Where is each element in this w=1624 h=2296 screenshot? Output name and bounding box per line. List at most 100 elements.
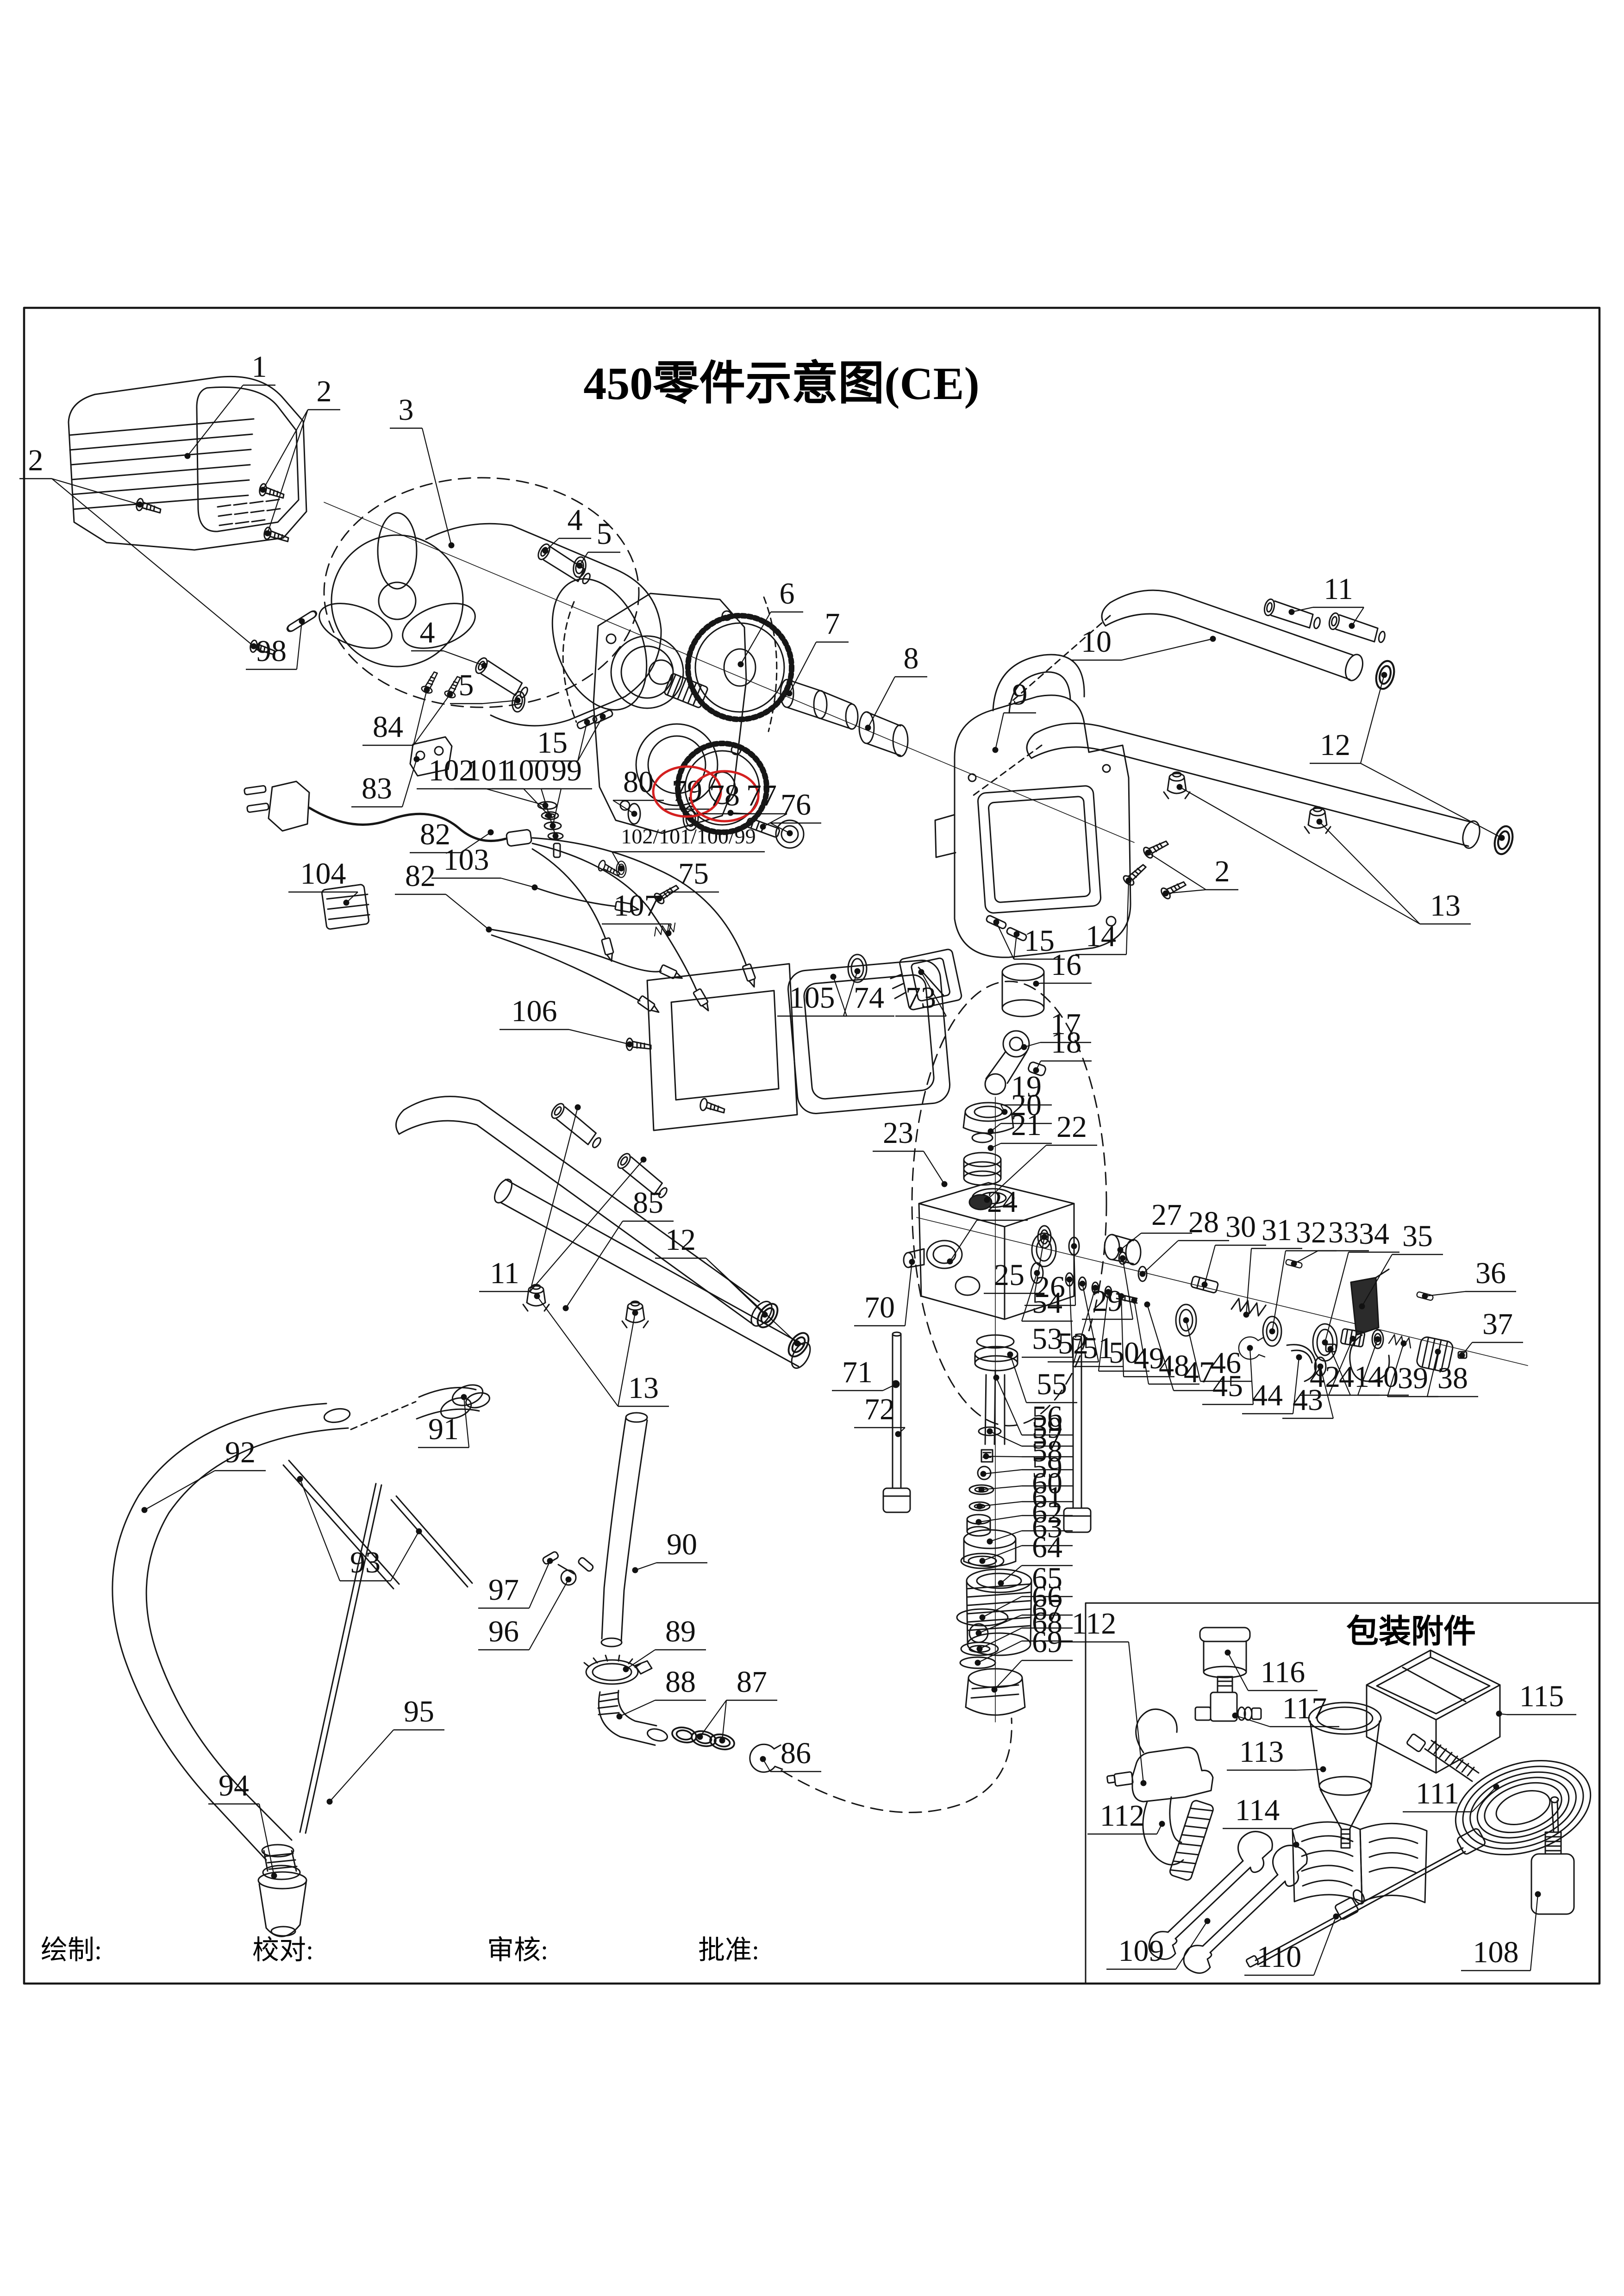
svg-text:82: 82 [405,859,436,893]
svg-text:40: 40 [1368,1360,1399,1394]
svg-text:75: 75 [678,857,709,891]
svg-text:55: 55 [1037,1367,1067,1401]
part-label-50: 50 [1098,1289,1149,1372]
screw-106b [699,1097,727,1115]
svg-text:113: 113 [1239,1735,1284,1769]
svg-text:59: 59 [1032,1451,1062,1485]
part-label-76: 76 [770,788,821,836]
part-label-111: 111 [1403,1777,1499,1813]
svg-text:108: 108 [1473,1935,1519,1969]
part-label-5: 5 [450,668,521,705]
part-label-56: 56 [993,1374,1073,1436]
part-label-32: 32 [1269,1216,1337,1335]
svg-text:83: 83 [362,772,392,805]
clip-86 [749,1743,783,1773]
svg-text:10: 10 [1081,625,1112,659]
frame-handle-right [971,589,1480,849]
part-label-96: 96 [478,1576,572,1651]
part-label-84: 84 [362,686,453,746]
part-label-116: 116 [1224,1649,1318,1691]
part-label-103: 103 [431,843,538,891]
svg-text:39: 39 [1398,1361,1428,1395]
part-label-83: 83 [351,756,420,808]
footer-drawn: 绘制: [41,1935,102,1965]
part-label-1: 1 [184,350,275,459]
gearbox-cover [562,593,778,834]
terminal-4 [658,964,685,983]
svg-text:43: 43 [1293,1383,1323,1417]
part-label-12: 12 [655,1223,800,1347]
svg-text:13: 13 [1430,889,1461,923]
part-label-108: 108 [1461,1891,1541,1972]
part-label-4: 4 [411,616,487,669]
part-label-37: 37 [1459,1307,1523,1359]
spring-107 [652,922,677,937]
svg-text:92: 92 [225,1435,256,1469]
part-label-23: 23 [873,1116,948,1187]
part-label-67: 67 [976,1593,1073,1652]
part-label-44: 44 [1242,1354,1302,1415]
svg-text:76: 76 [781,788,811,822]
part-label-114: 114 [1223,1793,1299,1848]
part-label-110: 110 [1244,1913,1339,1976]
part-label-58: 58 [980,1435,1073,1477]
part-label-64: 64 [998,1530,1073,1586]
hose-coil-111 [1406,1734,1592,1856]
motor-cover [68,375,307,551]
svg-text:44: 44 [1252,1379,1283,1412]
svg-text:86: 86 [781,1736,811,1770]
motor-assembly [319,477,708,727]
part-label-33: 33 [1291,1216,1369,1267]
part-label-2: 2 [1145,849,1238,897]
part-label-53: 53 [1022,1276,1074,1358]
svg-text:34: 34 [1359,1217,1389,1251]
svg-text:96: 96 [488,1615,519,1648]
part-label-59: 59 [987,1411,1073,1447]
svg-text:102/101/100/99: 102/101/100/99 [621,824,756,848]
svg-text:53: 53 [1032,1322,1062,1356]
svg-text:95: 95 [404,1695,434,1728]
part-label-7: 7 [786,607,849,697]
svg-text:7: 7 [825,607,840,641]
svg-text:49: 49 [1134,1341,1164,1375]
svg-text:107: 107 [614,889,660,923]
svg-text:114: 114 [1235,1793,1280,1827]
svg-text:110: 110 [1257,1940,1302,1974]
screw-2f [1159,875,1187,901]
part-label-19: 19 [1000,1070,1052,1115]
svg-text:112: 112 [1100,1799,1145,1833]
terminal-2 [692,988,713,1014]
suction-tube [583,1412,1012,1813]
svg-text:57: 57 [1032,1422,1062,1455]
part-label-72: 72 [854,1392,906,1437]
part-label-11: 11 [1288,572,1364,629]
part-label-117: 117 [1232,1691,1339,1728]
part-label-95: 95 [326,1695,444,1805]
part-label-36: 36 [1422,1256,1516,1299]
svg-text:20: 20 [1011,1088,1042,1122]
svg-text:78: 78 [709,779,740,812]
part-label-80: 80 [612,765,664,817]
part-label-106: 106 [500,994,633,1048]
part-label-104: 104 [288,857,358,906]
svg-text:19: 19 [1011,1070,1042,1104]
part-label-94: 94 [208,1769,277,1879]
svg-text:14: 14 [1086,919,1116,953]
part-label-39: 39 [1387,1340,1438,1398]
part-label-4: 4 [542,503,591,554]
svg-text:15: 15 [537,726,568,760]
svg-text:31: 31 [1262,1213,1292,1247]
part-label-68: 68 [974,1606,1073,1666]
spray-wand-110 [1245,1828,1486,1968]
part-label-25: 25 [984,1234,1048,1294]
svg-text:73: 73 [906,981,936,1015]
svg-text:97: 97 [488,1573,519,1607]
svg-text:106: 106 [512,994,557,1028]
svg-text:65: 65 [1032,1561,1062,1595]
part-label-20: 20 [987,1088,1052,1135]
part-label-112: 112 [1087,1799,1165,1835]
svg-text:32: 32 [1296,1216,1326,1249]
part-label-71: 71 [832,1355,899,1391]
svg-text:66: 66 [1032,1580,1062,1614]
svg-text:15: 15 [1024,924,1055,958]
